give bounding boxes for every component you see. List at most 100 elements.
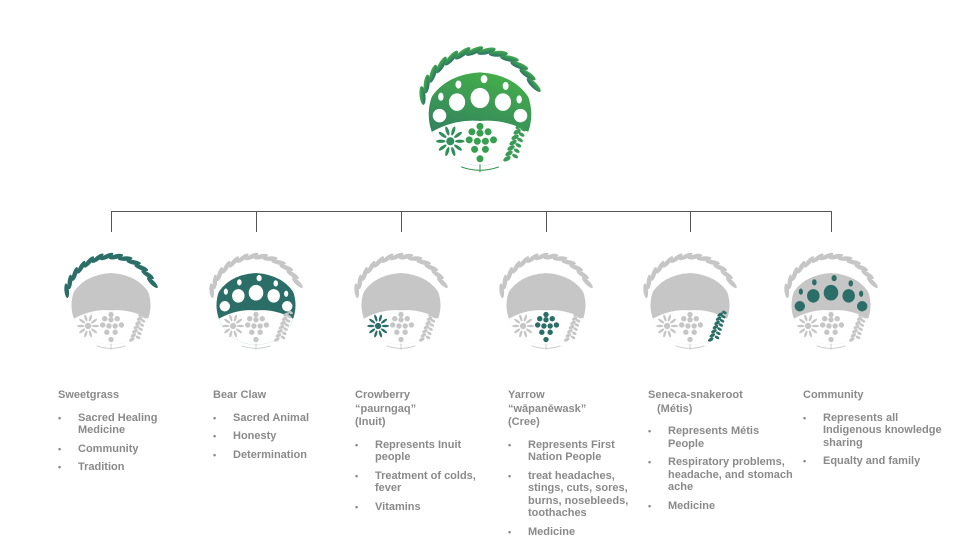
bullet-item: Represents Inuit people bbox=[355, 439, 490, 464]
connector-crowberry bbox=[401, 211, 402, 232]
yarrow-plant bbox=[99, 311, 125, 343]
bullet-item: Medicine bbox=[508, 526, 633, 539]
connector-seneca-snakeroot bbox=[690, 211, 691, 232]
bullet-item: Medicine bbox=[648, 500, 793, 513]
title-line: (Cree) bbox=[508, 416, 540, 428]
yarrow-plant bbox=[465, 122, 498, 163]
title-line: “wāpanēwask” bbox=[508, 402, 587, 415]
yarrow-plant bbox=[389, 311, 415, 343]
bullet-item: Determination bbox=[213, 449, 333, 462]
paw-pads bbox=[219, 275, 293, 312]
paw-pads bbox=[509, 275, 583, 312]
title-line: (Métis) bbox=[657, 402, 693, 415]
logo-bear-claw bbox=[204, 248, 308, 352]
seneca-snakeroot-plant bbox=[503, 121, 528, 162]
bullet-item: treat headaches, stings, cuts, sores, bu… bbox=[508, 470, 633, 520]
column-bear-claw: Bear ClawSacred AnimalHonestyDeterminati… bbox=[213, 389, 333, 467]
sweetgrass-braid bbox=[64, 252, 158, 298]
column-title: Bear Claw bbox=[213, 389, 333, 403]
seneca-snakeroot-plant bbox=[848, 310, 868, 342]
sweetgrass-braid bbox=[419, 46, 541, 105]
bullet-list: Represents Métis PeopleRespiratory probl… bbox=[648, 425, 793, 512]
logo-community bbox=[779, 248, 883, 352]
column-title: Community bbox=[803, 389, 953, 403]
bullet-item: Represents First Nation People bbox=[508, 439, 633, 464]
connector-horizontal bbox=[111, 211, 832, 212]
bullet-item: Represents Métis People bbox=[648, 425, 793, 450]
seneca-snakeroot-plant bbox=[563, 310, 583, 342]
seneca-snakeroot-plant bbox=[707, 310, 727, 342]
logo-graphic bbox=[643, 252, 737, 350]
column-crowberry: Crowberry“paurngaq”(Inuit) Represents Inu… bbox=[355, 389, 490, 519]
sweetgrass-braid bbox=[784, 252, 878, 298]
connector-bear-claw bbox=[256, 211, 257, 232]
bullet-item: Tradition bbox=[58, 461, 178, 474]
paw-pads bbox=[74, 275, 148, 312]
column-title: Seneca-snakeroot(Métis) bbox=[648, 389, 793, 416]
column-sweetgrass: SweetgrassSacred Healing MedicineCommuni… bbox=[58, 389, 178, 480]
bullet-item: Vitamins bbox=[355, 501, 490, 514]
title-line: Community bbox=[803, 389, 864, 401]
title-line: (Inuit) bbox=[355, 416, 386, 428]
paw-pads bbox=[653, 275, 727, 312]
logo-graphic bbox=[64, 252, 158, 350]
title-line: Bear Claw bbox=[213, 389, 267, 401]
column-seneca-snakeroot: Seneca-snakeroot(Métis) Represents Métis … bbox=[648, 389, 793, 518]
sweetgrass-braid bbox=[209, 252, 303, 298]
paw-pads bbox=[364, 275, 438, 312]
seneca-snakeroot-plant bbox=[273, 310, 293, 342]
logo-sweetgrass bbox=[59, 248, 163, 352]
bullet-item: Respiratory problems, headache, and stom… bbox=[648, 456, 793, 494]
crowberry-plant bbox=[436, 126, 465, 157]
yarrow-plant bbox=[534, 311, 560, 343]
yarrow-plant bbox=[678, 311, 704, 343]
logo-graphic bbox=[784, 252, 878, 350]
sweetgrass-braid bbox=[499, 252, 593, 298]
crowberry-plant bbox=[222, 314, 245, 338]
bullet-item: Represents all Indigenous knowledge shar… bbox=[803, 412, 953, 450]
title-line: Sweetgrass bbox=[58, 389, 120, 401]
connector-yarrow bbox=[546, 211, 547, 232]
bullet-item: Treatment of colds, fever bbox=[355, 470, 490, 495]
bullet-list: Represents Inuit peopleTreatment of cold… bbox=[355, 439, 490, 514]
logo-graphic bbox=[419, 46, 541, 173]
yarrow-plant bbox=[244, 311, 270, 343]
crowberry-plant bbox=[367, 314, 390, 338]
title-line: “paurngaq” bbox=[355, 402, 417, 415]
logo-crowberry bbox=[349, 248, 453, 352]
column-community: CommunityRepresents all Indigenous knowl… bbox=[803, 389, 953, 474]
seneca-snakeroot-plant bbox=[128, 310, 148, 342]
connector-community bbox=[831, 211, 832, 232]
crowberry-plant bbox=[512, 314, 535, 338]
seneca-snakeroot-plant bbox=[418, 310, 438, 342]
bullet-list: Sacred AnimalHonestyDetermination bbox=[213, 412, 333, 462]
column-title: Crowberry“paurngaq”(Inuit) bbox=[355, 389, 490, 430]
sweetgrass-braid bbox=[643, 252, 737, 298]
bullet-item: Community bbox=[58, 443, 178, 456]
column-title: Yarrow“wāpanēwask”(Cree) bbox=[508, 389, 633, 430]
bullet-list: Represents all Indigenous knowledge shar… bbox=[803, 412, 953, 468]
bullet-item: Sacred Animal bbox=[213, 412, 333, 425]
connector-sweetgrass bbox=[111, 211, 112, 232]
bullet-item: Honesty bbox=[213, 430, 333, 443]
logo-graphic bbox=[499, 252, 593, 350]
bullet-list: Represents First Nation People treat head… bbox=[508, 439, 633, 539]
title-line: Crowberry bbox=[355, 389, 411, 401]
paw-pads bbox=[794, 275, 868, 312]
column-title: Sweetgrass bbox=[58, 389, 178, 403]
crowberry-plant bbox=[797, 314, 820, 338]
column-yarrow: Yarrow“wāpanēwask”(Cree) Represents First… bbox=[508, 389, 633, 544]
sweetgrass-braid bbox=[354, 252, 448, 298]
bullet-item: Equalty and family bbox=[803, 455, 953, 468]
bullet-item: Sacred Healing Medicine bbox=[58, 412, 178, 437]
logo-graphic bbox=[354, 252, 448, 350]
title-line: Seneca-snakeroot bbox=[648, 389, 743, 401]
logo-yarrow bbox=[494, 248, 598, 352]
logo-seneca-snakeroot bbox=[638, 248, 742, 352]
main-logo bbox=[405, 40, 555, 175]
crowberry-plant bbox=[77, 314, 100, 338]
yarrow-plant bbox=[819, 311, 845, 343]
logo-graphic bbox=[209, 252, 303, 350]
title-line: Yarrow bbox=[508, 389, 545, 401]
crowberry-plant bbox=[656, 314, 679, 338]
